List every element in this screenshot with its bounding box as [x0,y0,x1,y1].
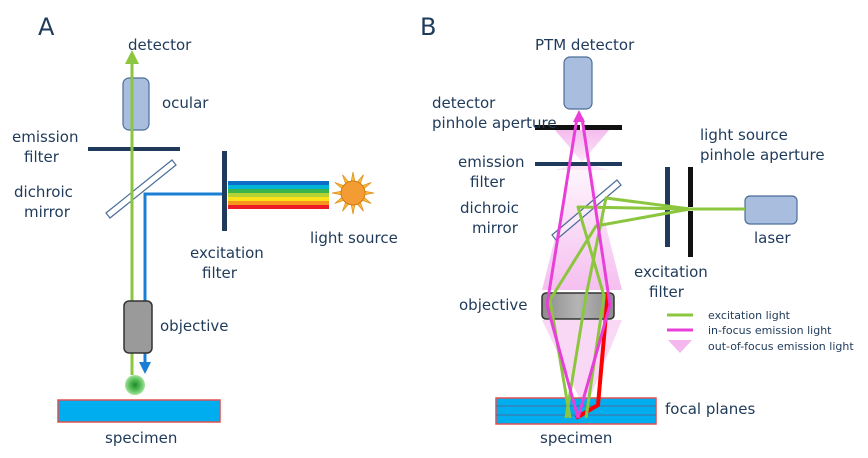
light-source-pinhole-label-line2: pinhole aperture [700,146,825,164]
out-of-focus-cone-upper [555,130,609,162]
excitation-filter-b-label-line1: excitation [634,263,708,281]
objective [123,300,153,354]
legend: excitation light in-focus emission light… [667,309,854,353]
excitation-filter [222,151,227,231]
emission-filter-b [535,162,622,166]
dichroic-mirror-label-line1: dichroic [14,183,73,201]
legend-in-focus-label: in-focus emission light [708,324,832,337]
dichroic-mirror [105,159,177,219]
sun-ray [350,204,356,215]
ptm-detector [563,56,593,110]
out-of-focus-ray-red [574,291,610,420]
panel-b-letter: B [420,13,436,41]
light-source-pinhole-label-line1: light source [700,126,788,144]
emission-filter-b-label-line2: filter [470,173,506,191]
dichroic-mirror-b-label-line2: mirror [472,219,519,237]
emission-filter [88,147,180,151]
panel-a: A detector ocular emission filter dichro… [12,13,398,447]
detector-pinhole-label-line1: detector [432,94,496,112]
objective-b [541,292,615,320]
emission-filter-label-line1: emission [12,128,79,146]
ptm-detector-label: PTM detector [535,36,635,54]
panel-b: B PTM detector detector pinhole aperture… [420,13,854,447]
sun-icon [331,171,375,215]
legend-excitation-label: excitation light [708,309,791,322]
emission-filter-label-line2: filter [24,148,60,166]
detector-label: detector [128,36,192,54]
emission-filter-b-label-line1: emission [458,153,525,171]
legend-out-of-focus-swatch [668,340,692,353]
legend-out-of-focus-label: out-of-focus emission light [708,340,854,353]
white-light-spectrum [228,181,329,209]
ocular-label: ocular [162,94,209,112]
specimen-b-label: specimen [540,429,612,447]
laser-label: laser [754,229,791,247]
excitation-filter-label-line1: excitation [190,244,264,262]
laser [744,195,798,225]
light-source-pinhole [688,167,693,257]
in-focus-rays-magenta [545,117,612,419]
panel-a-letter: A [38,13,55,41]
specimen-label: specimen [105,429,177,447]
fluorescent-spot [125,375,145,395]
emission-arrowhead [125,50,139,64]
excitation-filter-b-label-line2: filter [649,283,685,301]
ocular [122,77,150,131]
in-focus-arrowhead [573,110,585,122]
objective-label: objective [160,317,229,335]
sun-ray [331,190,342,196]
excitation-filter-label-line2: filter [202,264,238,282]
sun-ray [364,190,375,196]
detector-pinhole-left [535,125,622,130]
sun-ray [350,171,356,182]
dichroic-mirror-b-label-line1: dichroic [460,199,519,217]
dichroic-mirror-label-line2: mirror [24,203,71,221]
specimen-slab [57,399,221,423]
focal-planes-label: focal planes [665,400,755,418]
light-source-label: light source [310,229,398,247]
detector-pinhole-label-line2: pinhole aperture [432,114,557,132]
objective-b-label: objective [459,296,528,314]
excitation-arrowhead [139,362,151,374]
